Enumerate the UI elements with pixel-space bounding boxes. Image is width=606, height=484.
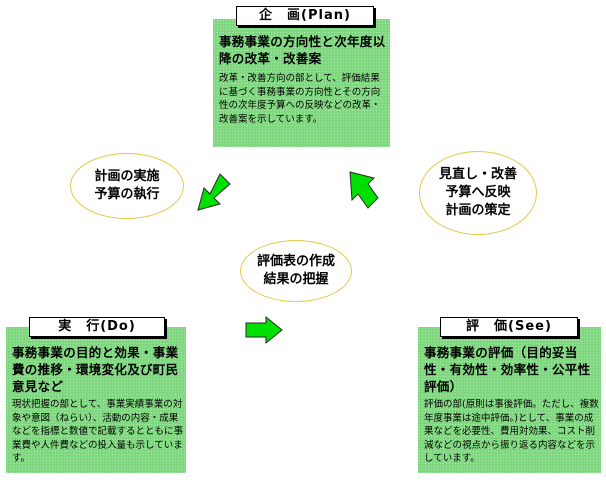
do-panel <box>6 327 186 473</box>
execution-oval: 計画の実施 予算の執行 <box>70 153 184 219</box>
review-oval: 見直し・改善 予算へ反映 計画の策定 <box>419 151 537 235</box>
review-oval-line-2: 予算へ反映 <box>445 185 511 200</box>
see-panel <box>418 327 601 473</box>
arrow-down-left-icon <box>197 173 231 211</box>
see-heading: 事務事業の評価（目的妥当性・有効性・効率性・公平性評価） <box>424 345 591 394</box>
arrow-up-left-icon <box>349 171 379 209</box>
review-oval-line-1: 見直し・改善 <box>438 167 517 182</box>
center-oval: 評価表の作成 結果の把握 <box>240 240 352 302</box>
arrow-right-icon <box>245 315 283 345</box>
do-title: 実 行(Do) <box>29 317 165 337</box>
center-oval-line-1: 評価表の作成 <box>256 254 335 269</box>
plan-panel <box>213 19 390 147</box>
do-body: 現状把握の部として、事業実績事業の対象や意図（ねらい）、活動の内容・成果などを指… <box>12 399 184 464</box>
see-title: 評 価(See) <box>440 317 578 337</box>
center-oval-line-2: 結果の把握 <box>263 272 329 287</box>
see-body: 評価の部(原則は事後評価。ただし、複数年度事業は途中評価。)として、事業の成果な… <box>424 399 599 464</box>
execution-oval-line-1: 計画の実施 <box>94 169 160 184</box>
execution-oval-line-2: 予算の執行 <box>94 187 160 202</box>
review-oval-line-3: 計画の策定 <box>445 203 511 218</box>
plan-body: 改革・改善方向の部として、評価結果に基づく事務事業の方向性とその方向性の次年度予… <box>219 73 381 125</box>
do-heading: 事務事業の目的と効果・事業費の推移・環境変化及び町民意見など <box>12 345 179 394</box>
plan-heading: 事務事業の方向性と次年度以降の改革・改善案 <box>219 34 386 66</box>
plan-title: 企 画(Plan) <box>236 6 374 26</box>
